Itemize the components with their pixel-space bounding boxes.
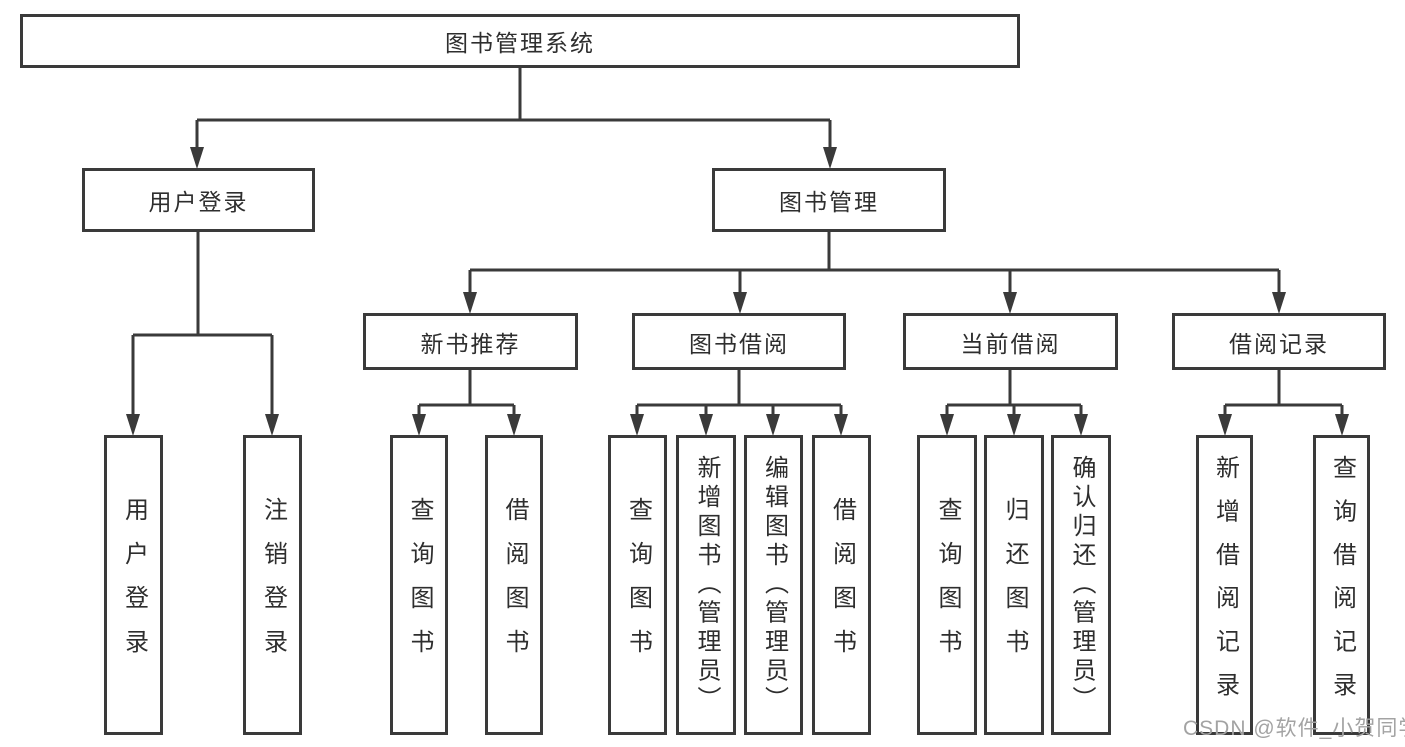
node-current-borrowing: 当前借阅	[903, 313, 1118, 370]
node-label: 查询图书	[934, 497, 961, 673]
leaf-borrow-edit-books-admin: 编辑图书（管理员）	[744, 435, 803, 735]
node-label: 确认归还（管理员）	[1068, 455, 1095, 715]
node-label: 借阅记录	[1229, 330, 1329, 357]
arrow-down-icon	[1218, 414, 1232, 436]
arrow-down-icon	[1003, 292, 1017, 314]
leaf-records-query-record: 查询借阅记录	[1313, 435, 1370, 735]
node-book-management: 图书管理	[712, 168, 946, 232]
arrow-down-icon	[507, 414, 521, 436]
leaf-newbooks-query-books: 查询图书	[390, 435, 448, 735]
node-label: 借阅图书	[501, 497, 528, 673]
arrow-down-icon	[1007, 414, 1021, 436]
leaf-newbooks-borrow-books: 借阅图书	[485, 435, 543, 735]
leaf-borrow-borrow-books: 借阅图书	[812, 435, 871, 735]
leaf-borrow-query-books: 查询图书	[608, 435, 667, 735]
node-label: 借阅图书	[828, 497, 856, 673]
arrow-down-icon	[190, 147, 204, 169]
arrow-down-icon	[265, 414, 279, 436]
csdn-watermark: CSDN @软件_小贺同学	[1183, 717, 1405, 740]
arrow-down-icon	[834, 414, 848, 436]
node-label: 图书借阅	[689, 330, 789, 357]
leaf-current-query-books: 查询图书	[917, 435, 977, 735]
arrow-down-icon	[940, 414, 954, 436]
connector-userlogin-to-leaves	[131, 232, 274, 416]
arrowheads	[126, 147, 1349, 436]
connector-newbooks-to-leaves	[417, 370, 516, 416]
node-borrow-records: 借阅记录	[1172, 313, 1386, 370]
node-user-login: 用户登录	[82, 168, 315, 232]
arrow-down-icon	[823, 147, 837, 169]
leaf-logout: 注销登录	[243, 435, 302, 735]
leaf-records-add-record: 新增借阅记录	[1196, 435, 1253, 735]
node-new-book-recommend: 新书推荐	[363, 313, 578, 370]
node-label: 查询图书	[406, 497, 433, 673]
arrow-down-icon	[1335, 414, 1349, 436]
node-book-borrowing: 图书借阅	[632, 313, 846, 370]
node-label: 新增借阅记录	[1211, 455, 1239, 715]
arrow-down-icon	[1272, 292, 1286, 314]
leaf-borrow-add-books-admin: 新增图书（管理员）	[676, 435, 736, 735]
node-label: 图书管理系统	[445, 30, 595, 56]
connector-bookmgmt-to-level2	[468, 232, 1281, 294]
arrow-down-icon	[766, 414, 780, 436]
node-label: 编辑图书（管理员）	[760, 455, 788, 715]
arrow-down-icon	[630, 414, 644, 436]
node-label: 查询图书	[624, 497, 652, 673]
leaf-user-login: 用户登录	[104, 435, 163, 735]
arrow-down-icon	[699, 414, 713, 436]
node-label: 当前借阅	[960, 330, 1061, 357]
arrow-down-icon	[733, 292, 747, 314]
arrow-down-icon	[412, 414, 426, 436]
leaf-current-return-books: 归还图书	[984, 435, 1044, 735]
node-label: 图书管理	[779, 189, 879, 215]
connector-curborrow-to-leaves	[945, 370, 1083, 416]
node-root: 图书管理系统	[20, 14, 1020, 68]
node-label: 用户登录	[148, 189, 249, 215]
node-label: 注销登录	[259, 497, 287, 673]
node-label: 新增图书（管理员）	[693, 455, 720, 715]
node-label: 查询借阅记录	[1328, 455, 1356, 715]
leaf-current-confirm-return-admin: 确认归还（管理员）	[1051, 435, 1111, 735]
node-label: 新书推荐	[420, 330, 521, 357]
node-label: 归还图书	[1001, 497, 1028, 673]
arrow-down-icon	[463, 292, 477, 314]
connector-root-to-level1	[195, 68, 832, 149]
connector-bookborrow-to-leaves	[635, 370, 843, 416]
arrow-down-icon	[126, 414, 140, 436]
node-label: 用户登录	[120, 497, 148, 673]
connector-records-to-leaves	[1223, 370, 1344, 416]
arrow-down-icon	[1074, 414, 1088, 436]
